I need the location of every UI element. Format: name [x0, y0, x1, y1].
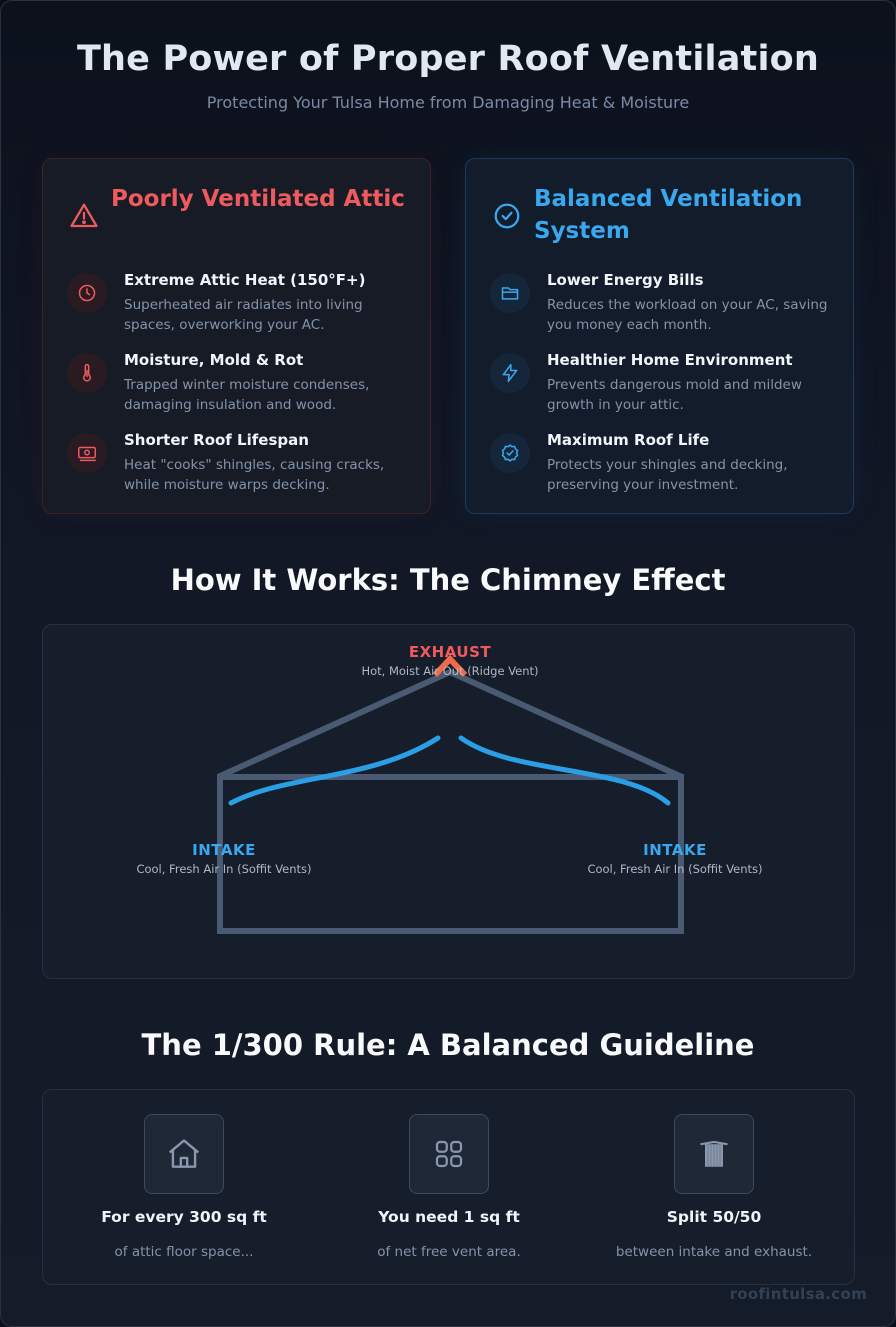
page-subtitle: Protecting Your Tulsa Home from Damaging…: [206, 93, 690, 112]
site-watermark: roofintulsa.com: [729, 1285, 867, 1303]
rule-step-title: You need 1 sq ft: [378, 1208, 520, 1226]
balanced-item: Maximum Roof Life Protects your shingles…: [490, 427, 840, 497]
chimney-effect-title: How It Works: The Chimney Effect: [170, 563, 726, 597]
poor-item-title: Moisture, Mold & Rot: [124, 351, 304, 369]
rule-step-desc: between intake and exhaust.: [615, 1244, 813, 1260]
poor-item-title: Extreme Attic Heat (150°F+): [124, 271, 366, 289]
balanced-item: Lower Energy Bills Reduces the workload …: [490, 267, 840, 337]
rule-step-desc: of attic floor space...: [114, 1244, 254, 1260]
house-icon: [168, 1139, 200, 1168]
roof-outline: [216, 668, 684, 780]
poor-item-desc: Superheated air radiates into living spa…: [124, 297, 363, 333]
folder-icon: [501, 287, 519, 300]
poor-item-title: Shorter Roof Lifespan: [124, 431, 309, 449]
ridge-vent-arrow: [432, 654, 468, 678]
poor-item-desc: Heat "cooks" shingles, causing cracks, w…: [124, 457, 385, 493]
balanced-item-title: Healthier Home Environment: [547, 351, 793, 369]
rule-title: The 1/300 Rule: A Balanced Guideline: [141, 1028, 755, 1062]
poor-item: Extreme Attic Heat (150°F+) Superheated …: [67, 267, 417, 337]
balanced-item-title: Maximum Roof Life: [547, 431, 710, 449]
balanced-item-desc: Prevents dangerous mold and mildew growt…: [547, 377, 802, 413]
rule-step-desc: of net free vent area.: [377, 1244, 521, 1260]
balanced-card-title: Balanced Ventilation System: [534, 186, 803, 244]
poor-card-title: Poorly Ventilated Attic: [111, 186, 405, 212]
balanced-ventilation-card: Balanced Ventilation System Lower Energy…: [465, 158, 854, 514]
rule-step: Split 50/50 between intake and exhaust.: [579, 1090, 849, 1286]
airflow-left: [228, 735, 441, 806]
balanced-item-desc: Reduces the workload on your AC, saving …: [547, 297, 828, 333]
clock-icon: [78, 284, 96, 302]
intake-right-desc: Cool, Fresh Air In (Soffit Vents): [587, 862, 763, 876]
rule-step: You need 1 sq ft of net free vent area.: [314, 1090, 584, 1286]
rule-step-title: For every 300 sq ft: [101, 1208, 267, 1226]
exhaust-title: EXHAUST: [408, 643, 492, 661]
page-title: The Power of Proper Roof Ventilation: [76, 39, 820, 79]
money-icon: [78, 446, 96, 462]
intake-right-title: INTAKE: [643, 841, 707, 859]
balanced-item-title: Lower Energy Bills: [547, 271, 704, 289]
poor-item-desc: Trapped winter moisture condenses, damag…: [124, 377, 370, 413]
badge-check-icon: [501, 444, 519, 462]
intake-left-desc: Cool, Fresh Air In (Soffit Vents): [136, 862, 312, 876]
grid-icon: [435, 1140, 463, 1168]
ridge-vent-icon: [700, 1140, 728, 1167]
balanced-item-desc: Protects your shingles and decking, pres…: [547, 457, 788, 493]
warning-triangle-icon: [70, 203, 98, 228]
rule-step: For every 300 sq ft of attic floor space…: [49, 1090, 319, 1286]
thermometer-icon: [82, 363, 92, 382]
check-circle-icon: [494, 203, 520, 229]
rule-step-title: Split 50/50: [666, 1208, 762, 1226]
rule-panel: For every 300 sq ft of attic floor space…: [42, 1089, 855, 1285]
intake-left-title: INTAKE: [192, 841, 256, 859]
poor-ventilation-card: Poorly Ventilated Attic Extreme Attic He…: [42, 158, 431, 514]
exhaust-desc: Hot, Moist Air Out (Ridge Vent): [361, 664, 539, 678]
intake-right-label: INTAKE Cool, Fresh Air In (Soffit Vents): [575, 841, 775, 876]
house-diagram: [216, 654, 684, 934]
lightning-icon: [502, 363, 518, 383]
balanced-item: Healthier Home Environment Prevents dang…: [490, 347, 840, 417]
poor-item: Moisture, Mold & Rot Trapped winter mois…: [67, 347, 417, 417]
exhaust-label: EXHAUST Hot, Moist Air Out (Ridge Vent): [350, 643, 550, 678]
intake-left-label: INTAKE Cool, Fresh Air In (Soffit Vents): [124, 841, 324, 876]
airflow-right: [458, 735, 671, 806]
chimney-effect-diagram: EXHAUST Hot, Moist Air Out (Ridge Vent) …: [42, 624, 855, 979]
poor-item: Shorter Roof Lifespan Heat "cooks" shing…: [67, 427, 417, 497]
